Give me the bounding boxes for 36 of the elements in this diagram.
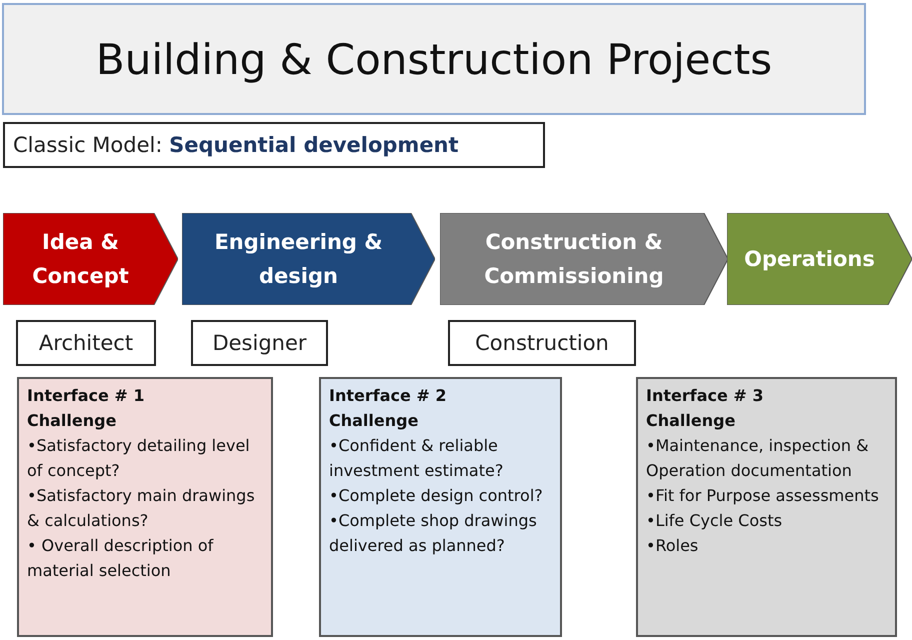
phase-label: Operations bbox=[744, 246, 875, 273]
card-heading: Challenge bbox=[27, 410, 118, 432]
card-heading: Challenge bbox=[329, 410, 420, 432]
card-heading: Interface # 3 bbox=[646, 385, 765, 407]
bullet-text: •Roles bbox=[646, 535, 700, 557]
bullet-text: • Overall description of material selection bbox=[27, 535, 214, 582]
bullet-text: •Complete design control? bbox=[329, 485, 544, 507]
interface-card bbox=[636, 377, 897, 637]
card-heading: Interface # 2 bbox=[329, 385, 448, 407]
process-step bbox=[182, 213, 435, 305]
process-step bbox=[727, 213, 912, 305]
bullet-text: •Maintenance, inspection & Operation documentation bbox=[646, 435, 870, 482]
interface-card bbox=[319, 377, 562, 637]
role-box bbox=[16, 320, 156, 366]
role-box bbox=[448, 320, 636, 366]
bullet-text: •Satisfactory main drawings & calculations? bbox=[27, 485, 256, 532]
bullet-text: •Life Cycle Costs bbox=[646, 510, 784, 532]
process-step bbox=[440, 213, 728, 305]
interface-card bbox=[17, 377, 273, 637]
bullet-text: •Satisfactory detailing level of concept? bbox=[27, 435, 251, 482]
bullet-text: •Fit for Purpose assessments bbox=[646, 485, 880, 507]
subtitle: Classic Model: Sequential development bbox=[13, 133, 459, 157]
phase-label: Idea & Concept bbox=[31, 229, 130, 290]
role-label: Architect bbox=[38, 331, 134, 355]
subtitle-box bbox=[3, 122, 545, 168]
process-step bbox=[3, 213, 178, 305]
bullet-text: •Confident & reliable investment estimate? bbox=[329, 435, 504, 482]
phase-label: Construction & Commissioning bbox=[483, 229, 665, 290]
phase-label: Engineering & design bbox=[213, 229, 384, 290]
role-box bbox=[191, 320, 328, 366]
bullet-text: •Complete shop drawings delivered as planned? bbox=[329, 510, 538, 557]
card-heading: Interface # 1 bbox=[27, 385, 146, 407]
title: Building & Construction Projects bbox=[96, 34, 772, 84]
role-label: Construction bbox=[475, 331, 609, 355]
role-label: Designer bbox=[212, 331, 307, 355]
card-heading: Challenge bbox=[646, 410, 736, 432]
